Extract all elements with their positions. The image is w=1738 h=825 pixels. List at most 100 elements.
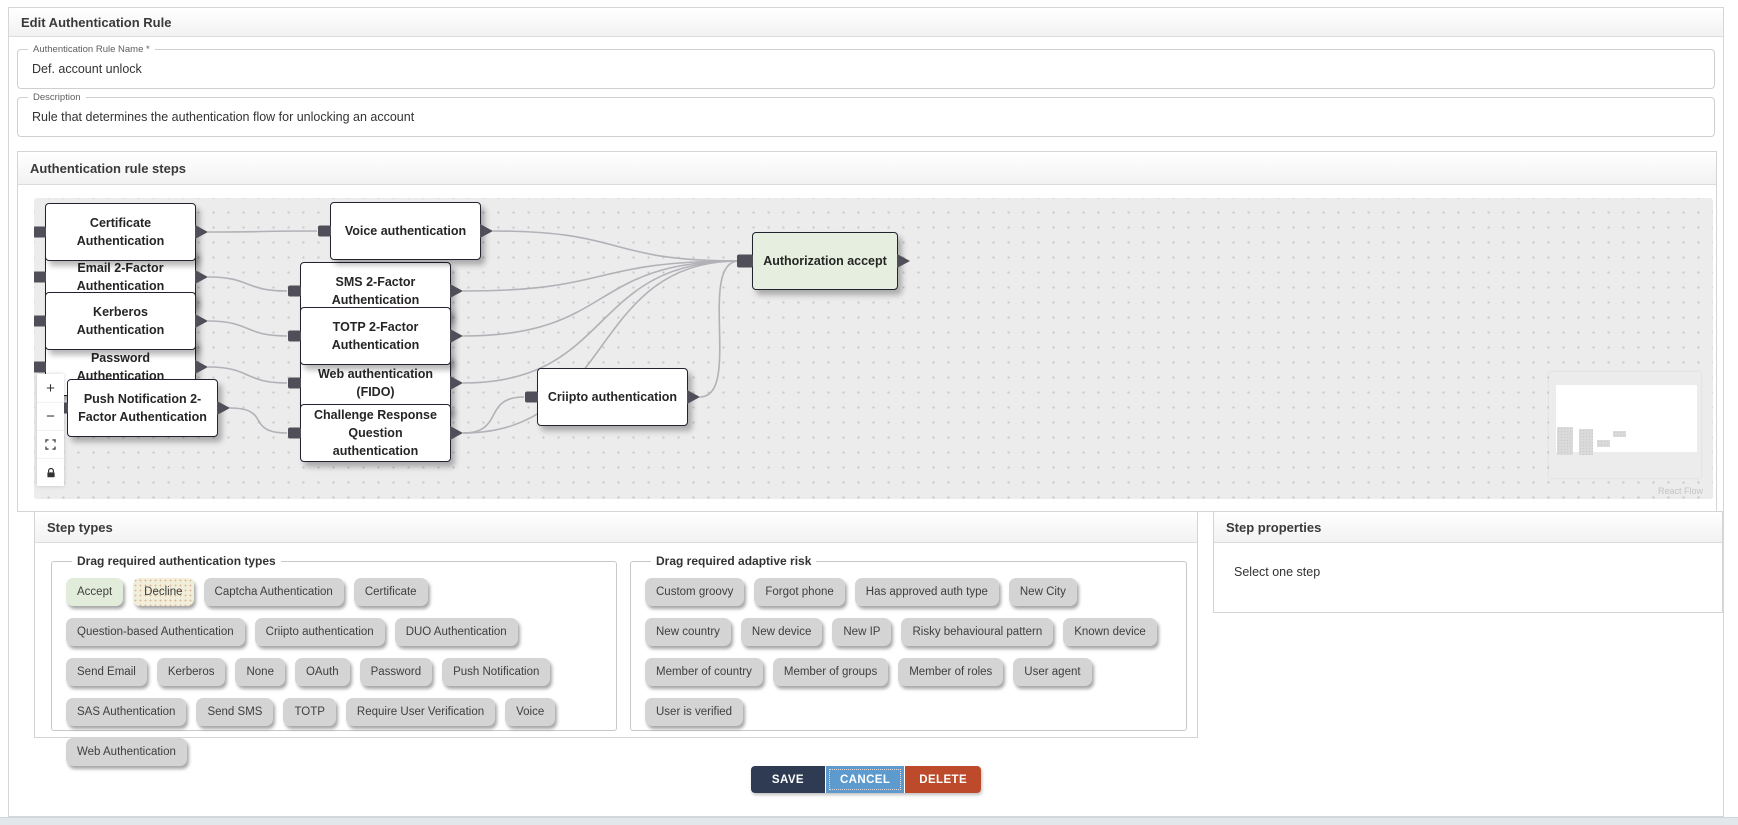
node-target-handle[interactable] xyxy=(34,227,46,238)
node-source-handle[interactable] xyxy=(195,360,208,374)
node-source-handle[interactable] xyxy=(450,329,463,343)
flow-node-label: Criipto authentication xyxy=(543,386,682,408)
step-type-chip[interactable]: New City xyxy=(1009,578,1077,606)
edit-authentication-rule-card: Edit Authentication Rule Authentication … xyxy=(8,7,1724,817)
step-type-chip[interactable]: Require User Verification xyxy=(346,698,495,726)
flow-node-label: Voice authentication xyxy=(340,220,471,242)
auth-types-chip-list: Accept Decline Captcha Authentication Certi… xyxy=(66,578,602,766)
step-type-chip[interactable]: Captcha Authentication xyxy=(204,578,344,606)
node-target-handle[interactable] xyxy=(525,392,538,403)
step-type-chip[interactable]: Risky behavioural pattern xyxy=(901,618,1053,646)
description-input[interactable] xyxy=(18,98,1714,136)
zoom-out-button[interactable]: − xyxy=(37,402,64,430)
flow-node-challenge[interactable]: Challenge Response Question authenticati… xyxy=(300,404,451,462)
step-type-chip[interactable]: None xyxy=(235,658,285,686)
node-target-handle[interactable] xyxy=(288,428,301,439)
save-button[interactable]: SAVE xyxy=(751,766,825,793)
node-source-handle[interactable] xyxy=(195,314,208,328)
step-type-chip[interactable]: Member of country xyxy=(645,658,763,686)
step-types-title: Step types xyxy=(35,520,113,535)
step-type-chip[interactable]: TOTP xyxy=(283,698,335,726)
node-source-handle[interactable] xyxy=(195,225,208,239)
flow-node-criipto[interactable]: Criipto authentication xyxy=(537,368,688,426)
flow-node-label: SMS 2-Factor Authentication xyxy=(301,271,450,311)
node-source-handle[interactable] xyxy=(450,284,463,298)
step-type-chip[interactable]: New IP xyxy=(832,618,891,646)
node-source-handle[interactable] xyxy=(480,224,493,238)
flow-minimap[interactable] xyxy=(1549,372,1701,478)
step-type-chip[interactable]: New device xyxy=(741,618,822,646)
step-type-chip[interactable]: Web Authentication xyxy=(66,738,187,766)
step-type-chip[interactable]: Send Email xyxy=(66,658,147,686)
step-type-chip[interactable]: Push Notification xyxy=(442,658,550,686)
flow-node-kerberos[interactable]: Kerberos Authentication xyxy=(45,292,196,350)
step-type-chip[interactable]: Kerberos xyxy=(157,658,226,686)
page-title: Edit Authentication Rule xyxy=(9,15,171,30)
step-type-chip[interactable]: User is verified xyxy=(645,698,743,726)
step-type-chip[interactable]: SAS Authentication xyxy=(66,698,186,726)
step-type-chip[interactable]: Certificate xyxy=(354,578,428,606)
action-button-group: SAVE CANCEL DELETE xyxy=(751,766,981,793)
step-properties-header: Step properties xyxy=(1214,512,1722,543)
description-field: Description xyxy=(17,97,1715,137)
lock-button[interactable] xyxy=(37,458,64,486)
step-type-chip[interactable]: Accept xyxy=(66,578,123,606)
flow-node-label: Web authentication (FIDO) xyxy=(301,363,450,403)
step-properties-empty-message: Select one step xyxy=(1214,543,1722,601)
flow-canvas[interactable]: Email 2-Factor AuthenticationPassword Au… xyxy=(34,198,1713,499)
flow-node-label: Push Notification 2-Factor Authenticatio… xyxy=(68,388,217,428)
flow-node-push[interactable]: Push Notification 2-Factor Authenticatio… xyxy=(67,379,218,437)
minimap-node xyxy=(1613,431,1626,437)
step-types-header: Step types xyxy=(35,512,1197,543)
node-source-handle[interactable] xyxy=(195,270,208,284)
adaptive-risk-legend: Drag required adaptive risk xyxy=(651,554,816,568)
rule-name-input[interactable] xyxy=(18,50,1714,88)
step-type-chip[interactable]: Password xyxy=(360,658,433,686)
step-type-chip[interactable]: Decline xyxy=(133,578,193,606)
flow-node-totp[interactable]: TOTP 2-Factor Authentication xyxy=(300,307,451,365)
node-target-handle[interactable] xyxy=(288,378,301,389)
node-target-handle[interactable] xyxy=(288,331,301,342)
node-target-handle[interactable] xyxy=(34,362,46,373)
node-target-handle[interactable] xyxy=(737,255,753,268)
step-type-chip[interactable]: Forgot phone xyxy=(754,578,844,606)
step-type-chip[interactable]: Member of groups xyxy=(773,658,888,686)
step-type-chip[interactable]: New country xyxy=(645,618,731,646)
step-type-chip[interactable]: DUO Authentication xyxy=(395,618,518,646)
flow-controls: + − xyxy=(37,374,64,486)
step-type-chip[interactable]: Known device xyxy=(1063,618,1157,646)
rule-name-field: Authentication Rule Name * xyxy=(17,49,1715,89)
step-type-chip[interactable]: Custom groovy xyxy=(645,578,744,606)
auth-types-legend: Drag required authentication types xyxy=(72,554,281,568)
step-type-chip[interactable]: Criipto authentication xyxy=(255,618,385,646)
fit-view-icon xyxy=(44,438,57,451)
zoom-in-button[interactable]: + xyxy=(37,374,64,402)
node-source-handle[interactable] xyxy=(897,254,910,268)
flow-node-label: Certificate Authentication xyxy=(46,212,195,252)
step-type-chip[interactable]: Member of roles xyxy=(898,658,1003,686)
node-target-handle[interactable] xyxy=(34,316,46,327)
node-source-handle[interactable] xyxy=(450,376,463,390)
node-source-handle[interactable] xyxy=(217,401,230,415)
flow-node-voice[interactable]: Voice authentication xyxy=(330,202,481,260)
flow-node-certificate[interactable]: Certificate Authentication xyxy=(45,203,196,261)
node-target-handle[interactable] xyxy=(34,272,46,283)
step-type-chip[interactable]: Voice xyxy=(505,698,555,726)
flow-node-accept[interactable]: Authorization accept xyxy=(752,232,898,290)
step-type-chip[interactable]: OAuth xyxy=(295,658,350,686)
step-type-chip[interactable]: Has approved auth type xyxy=(855,578,999,606)
step-properties-title: Step properties xyxy=(1214,520,1321,535)
step-types-panel: Step types Drag required authentication … xyxy=(34,511,1198,738)
flow-panel-header: Authentication rule steps xyxy=(18,152,1716,185)
step-type-chip[interactable]: Send SMS xyxy=(196,698,273,726)
node-source-handle[interactable] xyxy=(450,426,463,440)
fit-view-button[interactable] xyxy=(37,430,64,458)
step-type-chip[interactable]: User agent xyxy=(1013,658,1091,686)
delete-button[interactable]: DELETE xyxy=(905,766,981,793)
node-source-handle[interactable] xyxy=(687,390,700,404)
node-target-handle[interactable] xyxy=(318,226,331,237)
edge-certificate-to-voice xyxy=(208,231,317,232)
cancel-button[interactable]: CANCEL xyxy=(826,766,904,793)
step-type-chip[interactable]: Question-based Authentication xyxy=(66,618,245,646)
node-target-handle[interactable] xyxy=(288,286,301,297)
